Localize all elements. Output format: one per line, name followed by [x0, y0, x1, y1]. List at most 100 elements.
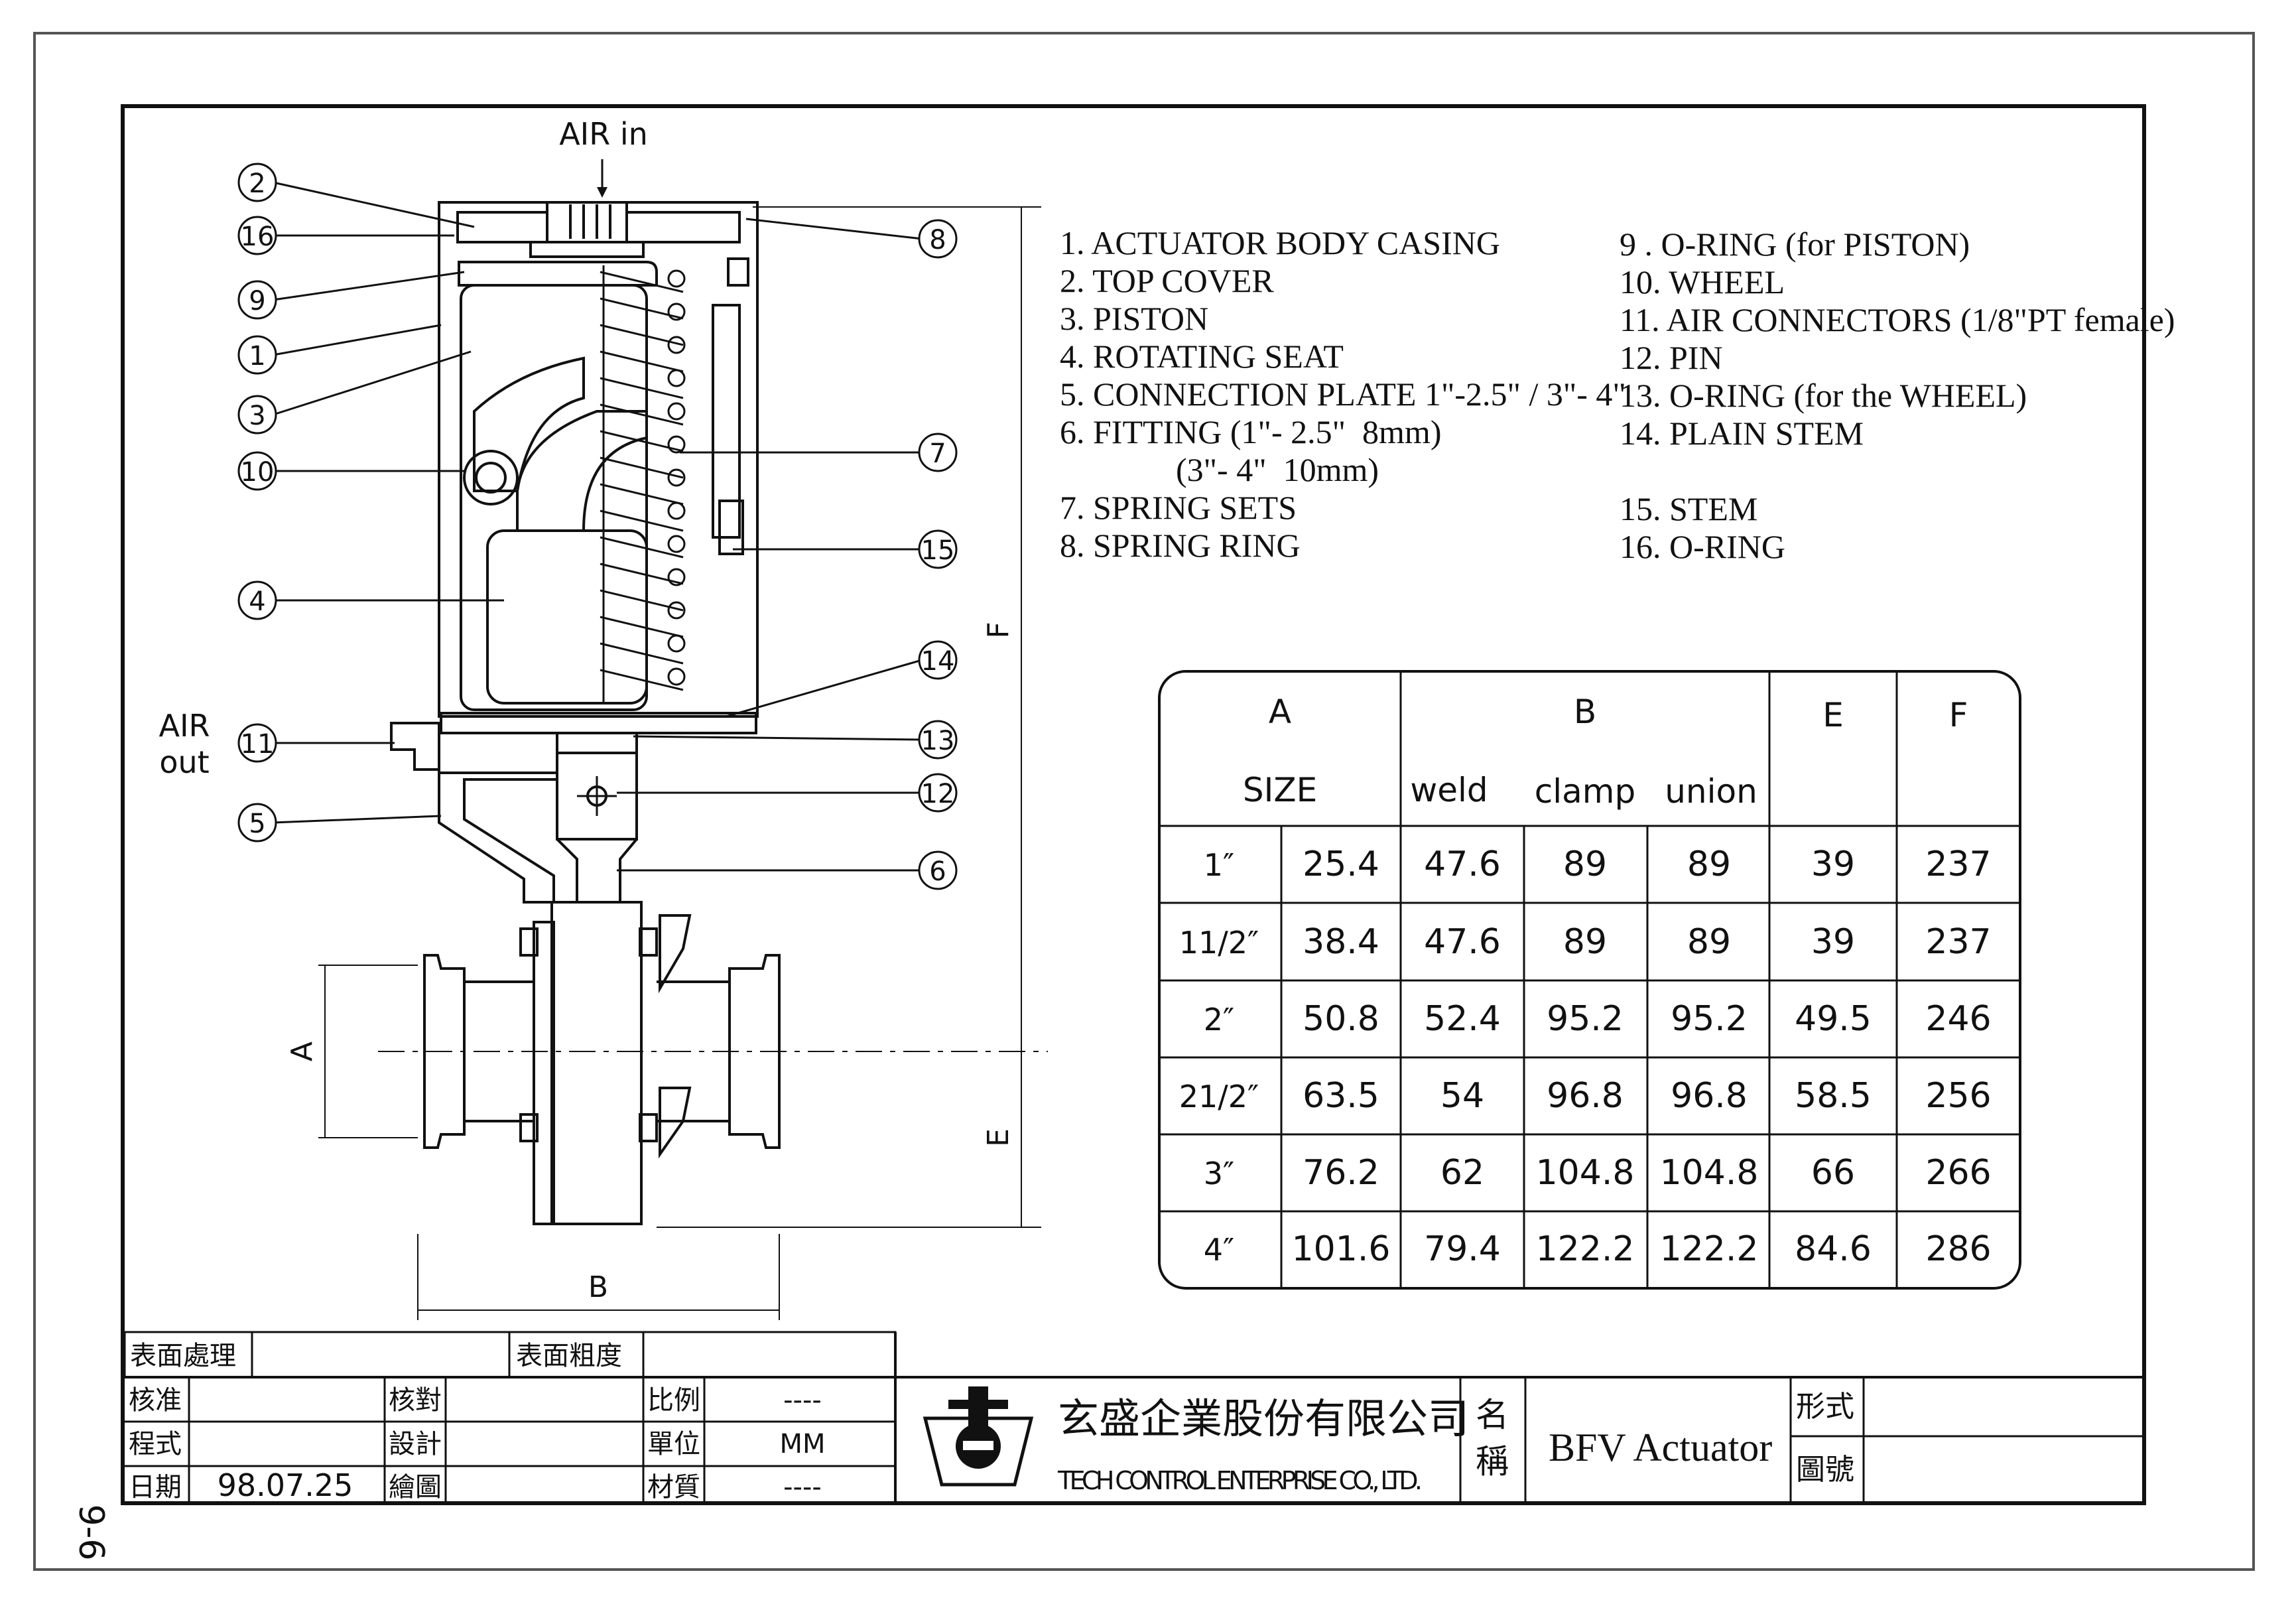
table-cell: 237 [1925, 922, 1991, 962]
part-item: 7. SPRING SETS [1060, 489, 1297, 526]
callout-4: 4 [237, 580, 277, 620]
callout-16: 16 [237, 216, 277, 255]
svg-text:12: 12 [921, 779, 955, 809]
svg-text:3: 3 [249, 401, 265, 431]
callout-6: 6 [918, 850, 958, 890]
part-item: 16. O-RING [1620, 528, 1785, 565]
svg-text:16: 16 [241, 222, 275, 252]
svg-text:1: 1 [249, 341, 265, 371]
callout-7: 7 [918, 433, 958, 472]
dim-f-label: F [982, 622, 1015, 638]
callout-9: 9 [237, 280, 277, 320]
part-item: (3"- 4" 10mm) [1060, 451, 1379, 488]
callout-1: 1 [237, 335, 277, 375]
svg-text:10: 10 [241, 457, 275, 488]
callout-12: 12 [918, 773, 958, 813]
company-name-en: TECH CONTROL ENTERPRISE CO., LTD. [1057, 1466, 1423, 1495]
svg-text:14: 14 [921, 646, 955, 677]
table-cell: 2″ [1204, 1002, 1234, 1038]
drawing-frame [121, 104, 2146, 1505]
title-block-labels: 表面處理 表面粗度 核准 核對 比例 ---- 程式 設計 單位 MM 日期 9… [129, 1341, 1854, 1503]
col-header-b: B [1574, 693, 1596, 731]
table-cell: 237 [1925, 844, 1991, 884]
callout-8: 8 [918, 219, 958, 259]
part-item: 12. PIN [1620, 339, 1723, 376]
callout-bubbles: 2 16 9 1 3 10 4 11 5 8 7 15 14 13 12 6 [237, 163, 958, 890]
table-cell: 89 [1687, 922, 1731, 962]
svg-text:4: 4 [249, 586, 265, 617]
name-label-2: 稱 [1476, 1443, 1509, 1480]
outer-border [33, 32, 2255, 1571]
table-cell: 39 [1811, 922, 1855, 962]
part-item: 10. WHEEL [1620, 263, 1785, 301]
drawn-label: 繪圖 [389, 1472, 442, 1502]
air-out-label: AIR [159, 708, 210, 744]
dimensions [318, 206, 1041, 1320]
svg-text:9: 9 [249, 286, 265, 316]
table-cell: 63.5 [1303, 1076, 1379, 1116]
callout-2: 2 [237, 163, 277, 202]
table-cell: 286 [1925, 1229, 1991, 1269]
part-item: 4. ROTATING SEAT [1060, 338, 1344, 375]
unit-value: MM [779, 1429, 825, 1459]
date-value: 98.07.25 [218, 1467, 353, 1503]
part-item: 11. AIR CONNECTORS (1/8"PT female) [1620, 301, 2175, 338]
table-cell: 4″ [1204, 1232, 1234, 1268]
table-cell: 11/2″ [1179, 925, 1259, 961]
name-label-1: 名 [1476, 1396, 1509, 1434]
col-header-e: E [1822, 696, 1844, 734]
col-sub-clamp: clamp [1535, 772, 1635, 811]
svg-text:13: 13 [921, 726, 955, 756]
company-logo [923, 1386, 1034, 1487]
part-item: 8. SPRING RING [1060, 527, 1301, 564]
design-label: 設計 [389, 1429, 442, 1459]
table-cell: 95.2 [1671, 999, 1748, 1039]
svg-text:8: 8 [929, 225, 946, 255]
table-cell: 52.4 [1424, 999, 1501, 1039]
table-cell: 66 [1811, 1153, 1855, 1193]
part-item: 13. O-RING (for the WHEEL) [1620, 377, 2027, 414]
callout-15: 15 [918, 529, 958, 569]
table-cell: 89 [1563, 844, 1607, 884]
page-number: 9-6 [71, 1505, 111, 1561]
part-item: 5. CONNECTION PLATE 1"-2.5" / 3"- 4" [1060, 375, 1626, 413]
check-label: 核對 [389, 1385, 442, 1415]
table-cell: 89 [1563, 922, 1607, 962]
material-label: 材質 [647, 1472, 700, 1502]
table-cell: 3″ [1204, 1156, 1234, 1191]
table-cell: 47.6 [1424, 844, 1501, 884]
table-cell: 49.5 [1795, 999, 1872, 1039]
svg-text:5: 5 [249, 809, 265, 839]
table-cell: 256 [1925, 1076, 1991, 1116]
table-cell: 1″ [1204, 847, 1234, 883]
table-cell: 266 [1925, 1153, 1991, 1193]
table-cell: 54 [1440, 1076, 1484, 1116]
material-value: ---- [783, 1472, 822, 1503]
table-cell: 50.8 [1303, 999, 1379, 1039]
table-cell: 104.8 [1660, 1153, 1759, 1193]
table-cell: 62 [1440, 1153, 1484, 1193]
dim-e-label: E [982, 1128, 1015, 1147]
table-cell: 96.8 [1547, 1076, 1624, 1116]
table-cell: 47.6 [1424, 922, 1501, 962]
callout-3: 3 [237, 395, 277, 435]
col-sub-size: SIZE [1243, 771, 1317, 809]
table-cell: 25.4 [1303, 844, 1379, 884]
part-item: 6. FITTING (1"- 2.5" 8mm) [1060, 413, 1442, 450]
col-header-f: F [1949, 696, 1968, 734]
svg-text:7: 7 [929, 438, 946, 469]
table-cell: 84.6 [1795, 1229, 1872, 1269]
table-cell: 96.8 [1671, 1076, 1748, 1116]
table-cell: 76.2 [1303, 1153, 1379, 1193]
part-item: 2. TOP COVER [1060, 262, 1274, 299]
approve-label: 核准 [129, 1385, 182, 1415]
callout-11: 11 [237, 723, 277, 763]
surface-roughness-label: 表面粗度 [516, 1341, 622, 1371]
col-sub-union: union [1665, 772, 1757, 811]
scale-value: ---- [783, 1385, 822, 1416]
